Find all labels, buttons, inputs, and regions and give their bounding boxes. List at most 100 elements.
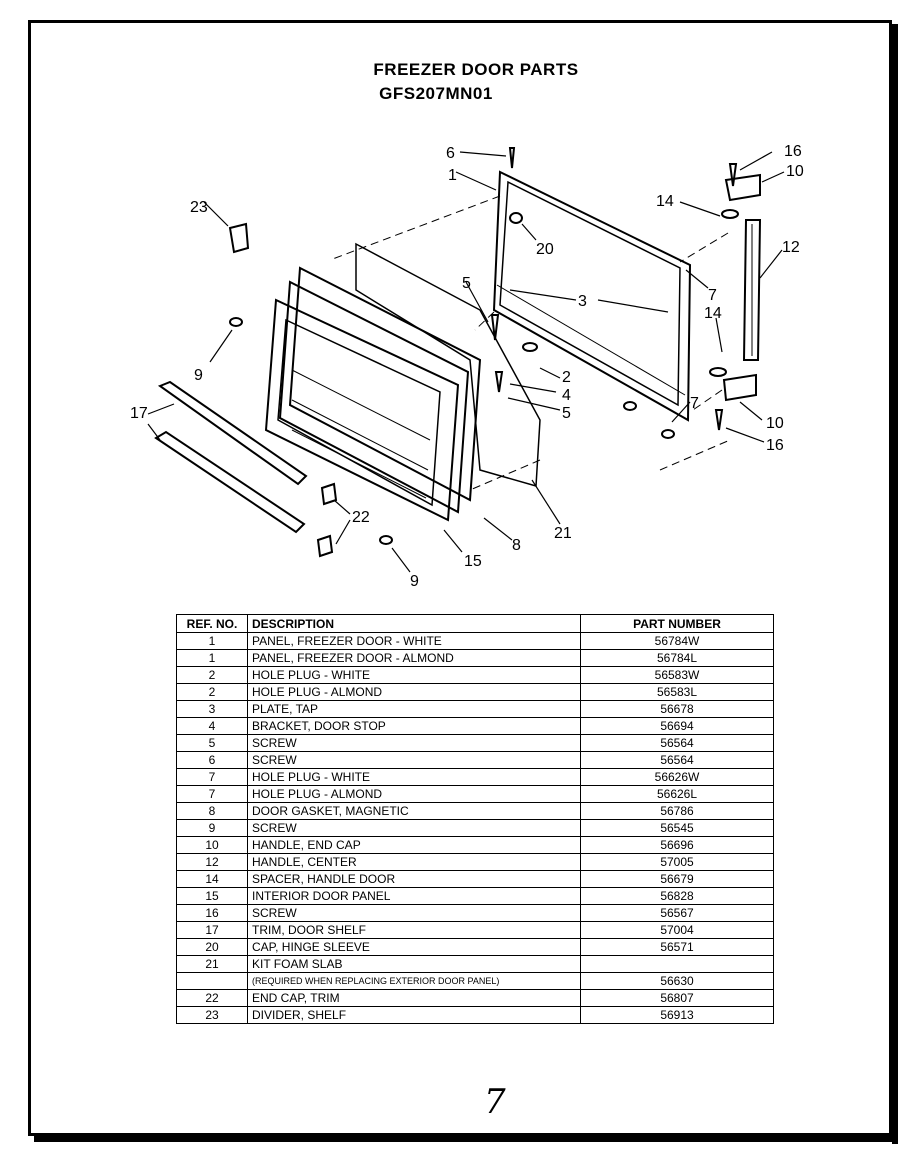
- callout-20: 20: [536, 241, 554, 258]
- description-cell: SCREW: [247, 904, 581, 922]
- description-cell: PLATE, TAP: [247, 700, 581, 718]
- screw-9-upper: [229, 317, 243, 327]
- handle-end-cap-bottom: [722, 373, 757, 402]
- ref-no-cell: 15: [176, 887, 248, 905]
- header-description: DESCRIPTION: [247, 614, 581, 633]
- page-border-shadow-right: [892, 24, 898, 1144]
- ref-no-cell: 2: [176, 683, 248, 701]
- header-part-number: PART NUMBER: [580, 614, 774, 633]
- description-cell: (REQUIRED WHEN REPLACING EXTERIOR DOOR P…: [247, 972, 581, 990]
- ref-no-cell: 8: [176, 802, 248, 820]
- ref-no-cell: 17: [176, 921, 248, 939]
- ref-no-cell: 22: [176, 989, 248, 1007]
- ref-no-cell: 7: [176, 785, 248, 803]
- page-number-mark: 7: [484, 1082, 506, 1122]
- description-cell: PANEL, FREEZER DOOR - ALMOND: [247, 649, 581, 667]
- description-cell: KIT FOAM SLAB: [247, 955, 581, 973]
- handle-spacer-top: [721, 209, 739, 219]
- callout-2: 2: [562, 369, 571, 386]
- callout-9-top: 9: [194, 367, 203, 384]
- callout-14-top: 14: [656, 193, 674, 210]
- parts-table-header: REF. NO. DESCRIPTION PART NUMBER: [176, 614, 774, 633]
- trim-end-cap-upper: [320, 482, 338, 506]
- callout-5-bottom: 5: [562, 405, 571, 422]
- part-number-cell: [580, 955, 774, 973]
- description-cell: HOLE PLUG - WHITE: [247, 768, 581, 786]
- ref-no-cell: 6: [176, 751, 248, 769]
- description-cell: SCREW: [247, 751, 581, 769]
- callout-7-top: 7: [708, 287, 717, 304]
- ref-no-cell: 10: [176, 836, 248, 854]
- description-cell: SCREW: [247, 734, 581, 752]
- callout-15: 15: [464, 553, 482, 570]
- ref-no-cell: 23: [176, 1006, 248, 1024]
- callout-5-top: 5: [462, 275, 471, 292]
- part-number-cell: 56583W: [580, 666, 774, 684]
- callout-9-bottom: 9: [410, 573, 419, 590]
- ref-no-cell: 3: [176, 700, 248, 718]
- callout-12: 12: [782, 239, 800, 256]
- ref-no-cell: 7: [176, 768, 248, 786]
- handle-center: [742, 219, 762, 361]
- description-cell: END CAP, TRIM: [247, 989, 581, 1007]
- model-number: GFS207MN01: [379, 84, 493, 103]
- leader-lines: [147, 151, 785, 573]
- part-number-cell: 56564: [580, 751, 774, 769]
- ref-no-cell: [176, 972, 248, 990]
- ref-no-cell: 12: [176, 853, 248, 871]
- ref-no-cell: 5: [176, 734, 248, 752]
- part-number-cell: 56630: [580, 972, 774, 990]
- ref-no-cell: 1: [176, 649, 248, 667]
- description-cell: INTERIOR DOOR PANEL: [247, 887, 581, 905]
- screw-5-lower: [494, 371, 504, 393]
- part-number-cell: 56784W: [580, 632, 774, 650]
- callout-7-bottom: 7: [690, 395, 699, 412]
- handle-spacer-bottom: [709, 367, 727, 377]
- part-number-cell: 56678: [580, 700, 774, 718]
- callout-17: 17: [130, 405, 148, 422]
- callout-10-bottom: 10: [766, 415, 784, 432]
- part-number-cell: 57004: [580, 921, 774, 939]
- ref-no-cell: 2: [176, 666, 248, 684]
- callout-23: 23: [190, 199, 208, 216]
- screw-6: [508, 147, 516, 169]
- assembly-lines: [329, 195, 731, 491]
- part-number-cell: 57005: [580, 853, 774, 871]
- part-number-cell: 56807: [580, 989, 774, 1007]
- hole-plug-7-side: [661, 429, 675, 439]
- page-border: [28, 20, 892, 1136]
- ref-no-cell: 20: [176, 938, 248, 956]
- ref-no-cell: 9: [176, 819, 248, 837]
- callout-22: 22: [352, 509, 370, 526]
- part-number-cell: 56784L: [580, 649, 774, 667]
- description-cell: HOLE PLUG - ALMOND: [247, 683, 581, 701]
- table-row: (REQUIRED WHEN REPLACING EXTERIOR DOOR P…: [176, 972, 774, 990]
- callout-21: 21: [554, 525, 572, 542]
- description-cell: HOLE PLUG - ALMOND: [247, 785, 581, 803]
- description-cell: BRACKET, DOOR STOP: [247, 717, 581, 735]
- header-ref-no: REF. NO.: [176, 614, 248, 633]
- callout-8: 8: [512, 537, 521, 554]
- part-number-cell: 56583L: [580, 683, 774, 701]
- screw-16-top: [728, 163, 738, 187]
- part-number-cell: 56696: [580, 836, 774, 854]
- screw-9-lower: [379, 535, 393, 545]
- hinge-sleeve-cap: [509, 212, 523, 224]
- ref-no-cell: 16: [176, 904, 248, 922]
